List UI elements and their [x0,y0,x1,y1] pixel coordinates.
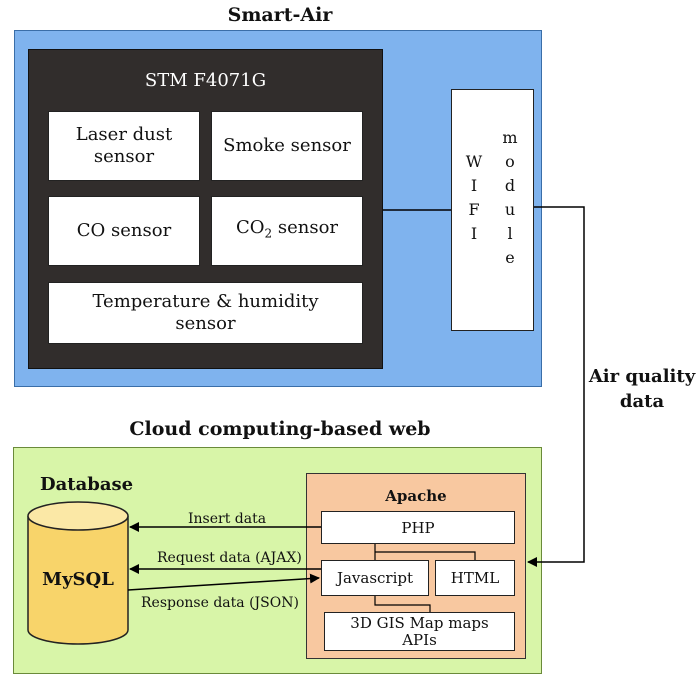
temperature-humidity-sensor-box: Temperature & humidity sensor [48,282,363,344]
apache-title: Apache [385,487,447,505]
module-vertical-label: m o d u l e [502,128,518,267]
laser-dust-label-line2: sensor [93,146,155,167]
co-sensor-box: CO sensor [48,196,200,266]
co-sensor-label: CO sensor [76,220,172,241]
gis-label-line1: 3D GIS Map maps [350,613,489,632]
co2-sensor-label: CO2 sensor [235,217,339,241]
javascript-label: Javascript [336,569,414,587]
gis-label-line2: APIs [402,630,437,649]
gis-api-box: 3D GIS Map maps APIs [324,612,515,651]
stm-title: STM F4071G [144,69,267,91]
wifi-apache-connector [527,206,585,567]
php-label: PHP [401,518,435,537]
javascript-box: Javascript [321,560,429,596]
laser-dust-label-line1: Laser dust [75,124,173,145]
response-data-label: Response data (JSON) [141,595,299,611]
response-data-arrow [127,573,320,591]
database-label: Database [40,474,134,495]
smart-air-title: Smart-Air [227,4,333,26]
wifi-vertical-label: W I F I [465,152,483,243]
php-box: PHP [321,511,515,544]
air-quality-data-label: Air quality data [588,366,696,412]
php-html-connector [375,551,476,560]
temperature-label-line2: sensor [175,313,236,334]
temperature-label-line1: Temperature & humidity [92,291,319,312]
request-data-label: Request data (AJAX) [157,550,302,566]
insert-data-label: Insert data [188,511,267,527]
smoke-sensor-box: Smoke sensor [211,111,363,181]
laser-dust-sensor-box: Laser dust sensor [48,111,200,181]
co2-sensor-box: CO2 sensor [211,196,363,266]
mysql-database-icon [27,501,129,645]
smoke-sensor-label: Smoke sensor [223,135,351,156]
html-box: HTML [435,560,515,596]
html-label: HTML [450,569,500,587]
js-gis-connector [374,596,431,612]
mysql-label: MySQL [42,568,114,590]
wifi-module-box [451,89,534,331]
